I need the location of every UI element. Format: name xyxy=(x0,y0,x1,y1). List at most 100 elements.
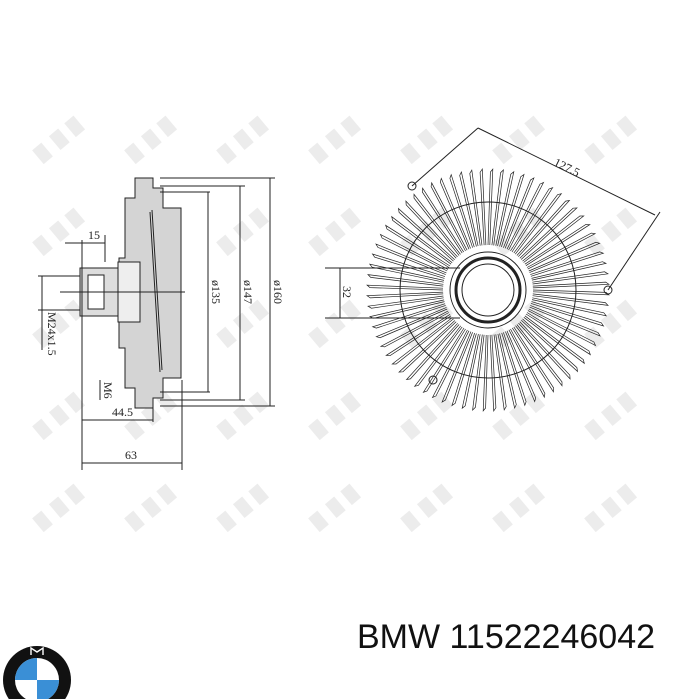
nrf-watermark xyxy=(32,483,86,533)
nrf-watermarks xyxy=(32,115,638,533)
fin xyxy=(523,315,585,365)
fin xyxy=(497,333,517,410)
fin xyxy=(506,181,545,251)
dim-dia147: ø147 xyxy=(241,280,255,304)
fin xyxy=(532,281,610,289)
dim-dia135: ø135 xyxy=(209,280,223,304)
fin xyxy=(385,224,451,268)
fin xyxy=(421,187,464,254)
dim-m6: M6 xyxy=(101,382,115,399)
fin xyxy=(499,173,525,248)
fin xyxy=(510,187,554,253)
fin xyxy=(528,241,601,273)
nrf-watermark xyxy=(32,115,86,165)
fin xyxy=(508,328,546,399)
fin xyxy=(422,327,466,393)
fin xyxy=(379,233,449,272)
nrf-watermark xyxy=(584,207,638,257)
nrf-watermark xyxy=(492,483,546,533)
fin xyxy=(495,170,515,247)
fin xyxy=(385,314,452,357)
fin xyxy=(530,301,605,327)
nrf-watermark xyxy=(216,299,270,349)
fin xyxy=(451,332,477,407)
fin xyxy=(532,293,609,306)
fin xyxy=(513,193,563,255)
fin xyxy=(431,329,470,399)
fin xyxy=(521,318,579,373)
fin xyxy=(367,274,444,287)
fin xyxy=(518,321,571,380)
fin xyxy=(522,215,585,263)
fin xyxy=(368,299,445,319)
nrf-watermark xyxy=(400,299,454,349)
fin xyxy=(405,200,458,259)
nrf-watermark xyxy=(216,391,270,441)
fin xyxy=(526,232,597,270)
nrf-watermark xyxy=(400,483,454,533)
nrf-watermark xyxy=(308,483,362,533)
nrf-watermark xyxy=(216,207,270,257)
nrf-watermark xyxy=(308,115,362,165)
dim-thread: M24x1.5 xyxy=(45,312,59,356)
part-number-label: BMW 11522246042 xyxy=(357,618,656,656)
fin xyxy=(375,307,448,339)
fin xyxy=(512,326,555,393)
fin xyxy=(532,271,609,285)
fin xyxy=(530,251,605,277)
side-section-view xyxy=(38,177,275,470)
fin xyxy=(413,193,461,256)
technical-drawing: 15 M24x1.5 M6 44.5 63 ø135 ø147 ø160 32 … xyxy=(32,115,661,533)
nrf-watermark xyxy=(584,483,638,533)
fin xyxy=(371,303,446,329)
fin xyxy=(441,331,473,403)
fin xyxy=(482,334,489,412)
fin xyxy=(501,332,527,407)
nrf-watermark xyxy=(584,115,638,165)
dim-127-5: 127.5 xyxy=(552,155,582,179)
nrf-watermark xyxy=(584,299,638,349)
fin xyxy=(503,177,535,249)
fin xyxy=(515,324,563,387)
dim-44-5: 44.5 xyxy=(112,405,133,419)
fin xyxy=(531,297,608,317)
nrf-watermark xyxy=(308,391,362,441)
fin xyxy=(368,263,445,283)
fin xyxy=(367,295,444,309)
fin xyxy=(479,168,487,246)
fin xyxy=(439,177,471,250)
fin xyxy=(461,333,481,410)
dim-dia160: ø160 xyxy=(271,280,285,304)
nrf-watermark xyxy=(124,483,178,533)
nrf-watermark xyxy=(400,115,454,165)
fin xyxy=(489,334,497,412)
nrf-watermark xyxy=(308,299,362,349)
fin xyxy=(524,223,591,266)
fin xyxy=(449,173,475,248)
fin xyxy=(430,181,468,252)
fin xyxy=(531,261,608,281)
fin xyxy=(366,284,444,291)
nrf-watermark xyxy=(492,391,546,441)
front-view xyxy=(325,127,661,412)
nrf-watermark xyxy=(584,391,638,441)
fin xyxy=(366,291,444,299)
dim-63: 63 xyxy=(125,448,137,462)
nrf-watermark xyxy=(308,207,362,257)
fin xyxy=(491,169,504,246)
nrf-watermark xyxy=(216,483,270,533)
fin xyxy=(487,168,494,246)
fin xyxy=(532,289,610,296)
dim-32: 32 xyxy=(340,286,354,298)
fin xyxy=(391,317,454,365)
fin xyxy=(519,207,578,260)
fin xyxy=(397,207,455,262)
fin xyxy=(398,320,457,373)
fin xyxy=(472,334,485,411)
fin xyxy=(516,199,571,257)
fin xyxy=(391,215,453,265)
fin xyxy=(459,170,479,247)
nrf-watermark xyxy=(32,391,86,441)
fin xyxy=(493,334,507,411)
bmw-logo xyxy=(3,646,71,699)
